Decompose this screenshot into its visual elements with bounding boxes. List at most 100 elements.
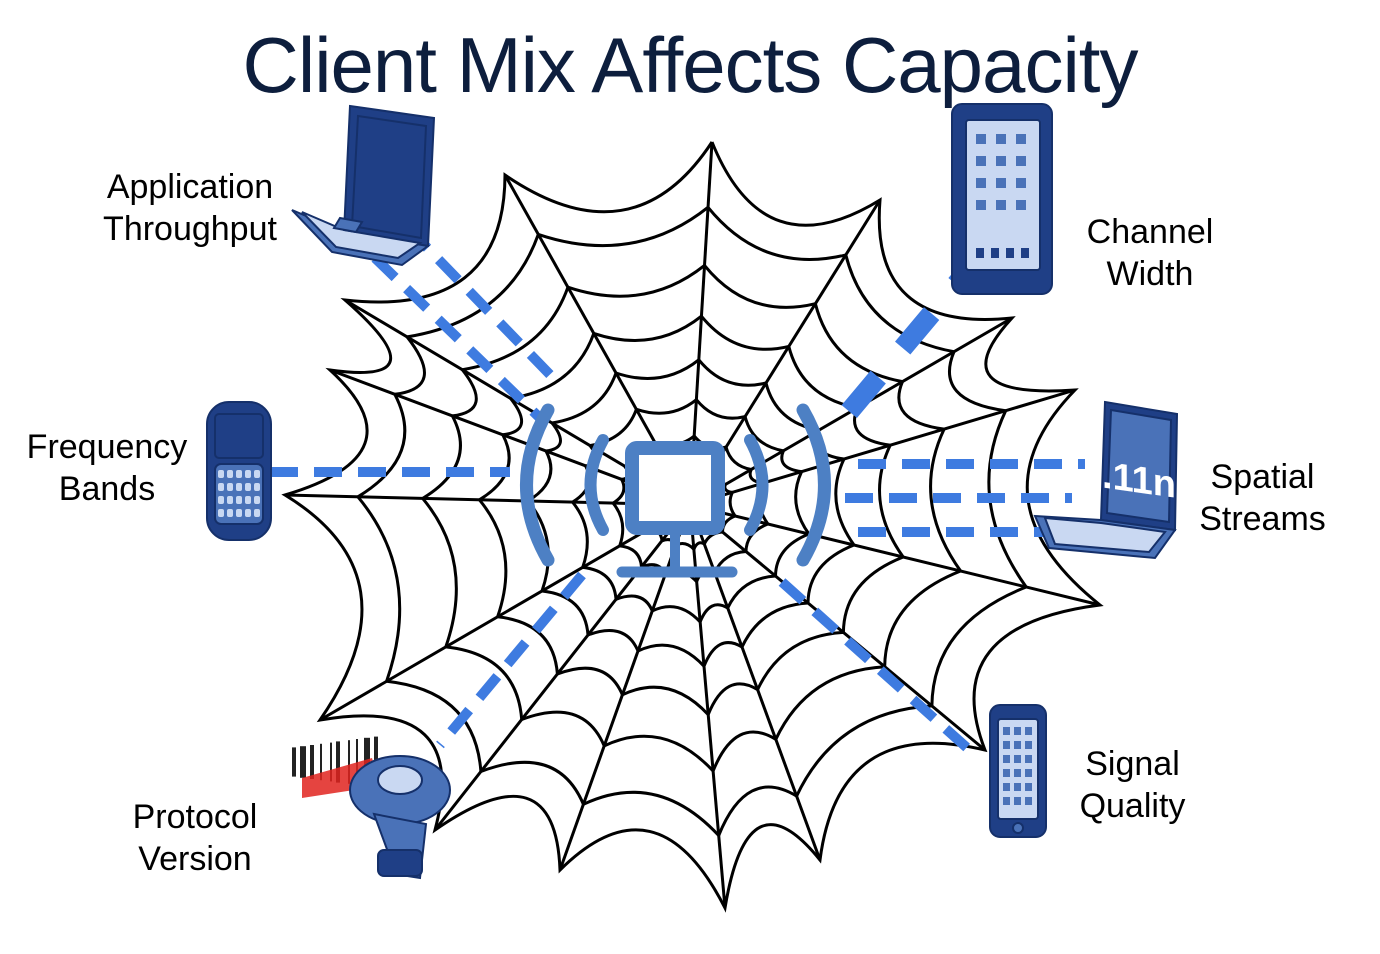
web-ring — [355, 206, 1029, 839]
app-tile — [1025, 769, 1032, 777]
label-line: Bands — [58, 470, 156, 508]
key — [218, 470, 224, 478]
key — [236, 483, 242, 491]
label-line: Spatial — [1210, 458, 1315, 496]
app-tile — [1025, 797, 1032, 805]
signal-wave-left-inner — [584, 434, 609, 536]
key — [236, 470, 242, 478]
app-tile — [976, 200, 986, 210]
key — [218, 483, 224, 491]
app-tile — [1003, 755, 1010, 763]
laptop-11n-icon: .11n — [1033, 400, 1179, 560]
app-tile — [1003, 797, 1010, 805]
access-point-screen — [625, 441, 725, 535]
label-line: Quality — [1079, 787, 1186, 825]
barcode-bar — [348, 740, 350, 784]
web-spoke — [319, 503, 691, 722]
app-tile — [1025, 783, 1032, 791]
dock-tile — [991, 248, 999, 258]
key — [245, 509, 251, 517]
dock-tile — [976, 248, 984, 258]
app-tile — [1025, 727, 1032, 735]
app-tile — [1016, 200, 1026, 210]
label-signal-quality: Signal Quality — [1060, 743, 1205, 827]
key — [236, 509, 242, 517]
web-rings — [281, 141, 1104, 913]
web-ring — [281, 141, 1104, 913]
spider-web — [281, 141, 1104, 913]
dock-tile — [1021, 248, 1029, 258]
app-tile — [1003, 741, 1010, 749]
app-tile — [1003, 727, 1010, 735]
laptop-icon — [291, 104, 436, 267]
web-spoke — [689, 388, 1076, 507]
smartphone-icon — [206, 401, 272, 541]
barcode-bar — [336, 741, 340, 783]
app-tile — [1014, 755, 1021, 763]
key — [254, 483, 260, 491]
app-tile — [1014, 783, 1021, 791]
app-tile — [976, 134, 986, 144]
label-line: Channel — [1086, 213, 1214, 251]
access-point-icon — [520, 403, 831, 578]
barcode-bar — [320, 743, 322, 781]
label-line: Protocol — [132, 798, 258, 836]
signal-wave-right-outer — [796, 403, 831, 567]
barcode-bar — [300, 746, 306, 778]
key — [245, 470, 251, 478]
key — [254, 496, 260, 504]
key — [218, 496, 224, 504]
web-spoke — [558, 504, 692, 871]
dock-tile — [1006, 248, 1014, 258]
signal-wave-right-inner — [744, 434, 769, 536]
label-line: Version — [138, 840, 252, 878]
key — [236, 496, 242, 504]
key — [227, 509, 233, 517]
tablet-icon — [951, 103, 1053, 295]
app-tile — [1003, 783, 1010, 791]
key — [227, 496, 233, 504]
barcode-scanner-icon — [292, 736, 451, 880]
label-line: Frequency — [26, 428, 188, 466]
app-tile — [976, 156, 986, 166]
tablet-app-grid — [976, 134, 1029, 258]
label-frequency-bands: Frequency Bands — [12, 426, 202, 510]
key — [254, 509, 260, 517]
web-spoke — [688, 504, 822, 861]
app-tile — [1014, 741, 1021, 749]
barcode-bar — [292, 747, 296, 777]
label-line: Signal — [1085, 745, 1180, 783]
key — [254, 470, 260, 478]
app-tile — [1014, 797, 1021, 805]
label-channel-width: Channel Width — [1070, 211, 1230, 295]
key — [227, 470, 233, 478]
signal-wave-left-outer — [520, 403, 555, 567]
app-tile — [996, 178, 1006, 188]
phone-app-grid — [1003, 727, 1032, 805]
keyboard-keys — [218, 470, 260, 517]
app-tile — [996, 134, 1006, 144]
label-line: Throughput — [103, 210, 277, 248]
web-ring — [420, 264, 963, 774]
app-tile — [1016, 134, 1026, 144]
key — [245, 496, 251, 504]
diagram-title: Client Mix Affects Capacity — [242, 21, 1139, 109]
app-tile — [1025, 755, 1032, 763]
app-tile — [1016, 178, 1026, 188]
label-line: Streams — [1199, 500, 1326, 538]
app-tile — [1025, 741, 1032, 749]
app-tile — [976, 178, 986, 188]
barcode-bar — [330, 742, 332, 782]
app-tile — [996, 156, 1006, 166]
barcode-bar — [356, 739, 358, 785]
web-spoke — [284, 493, 691, 507]
key — [227, 483, 233, 491]
key — [218, 509, 224, 517]
label-line: Application — [106, 168, 274, 206]
web-spoke — [433, 504, 692, 831]
phone-icon — [989, 704, 1047, 838]
key — [245, 483, 251, 491]
label-protocol-version: Protocol Version — [115, 796, 275, 880]
